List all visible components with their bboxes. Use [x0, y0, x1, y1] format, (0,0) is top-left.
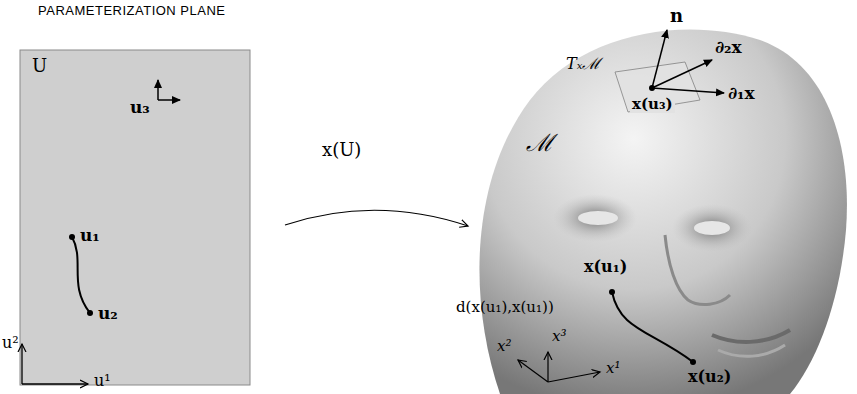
axis-label: x³: [552, 328, 566, 345]
face-surface: [479, 30, 847, 394]
figure-heading: PARAMETERIZATION PLANE: [38, 2, 188, 21]
distance-label: d(x(u₁),x(u₁)): [456, 299, 554, 316]
point-label: u₂: [98, 304, 118, 323]
map-label: x(U): [322, 140, 361, 160]
set-label: U: [32, 56, 47, 76]
plane-fill: [20, 50, 250, 385]
tangent-label: ∂₂x: [715, 38, 742, 57]
axis-label: u²: [2, 334, 19, 352]
point-label: x(u₃): [630, 96, 675, 113]
normal-label: n: [670, 6, 683, 26]
manifold-label: ℳ: [526, 130, 554, 156]
axis-label: u¹: [94, 372, 111, 390]
point-label: u₃: [130, 98, 150, 117]
tangent-plane-label: Tₓℳ: [566, 55, 600, 73]
point-label: x(u₁): [584, 258, 627, 276]
point-label: x(u₂): [688, 368, 731, 386]
point-label: u₁: [80, 226, 100, 245]
axis-label: x¹: [606, 360, 620, 377]
axis-label: x²: [497, 338, 511, 355]
tangent-label: ∂₁x: [728, 84, 755, 103]
